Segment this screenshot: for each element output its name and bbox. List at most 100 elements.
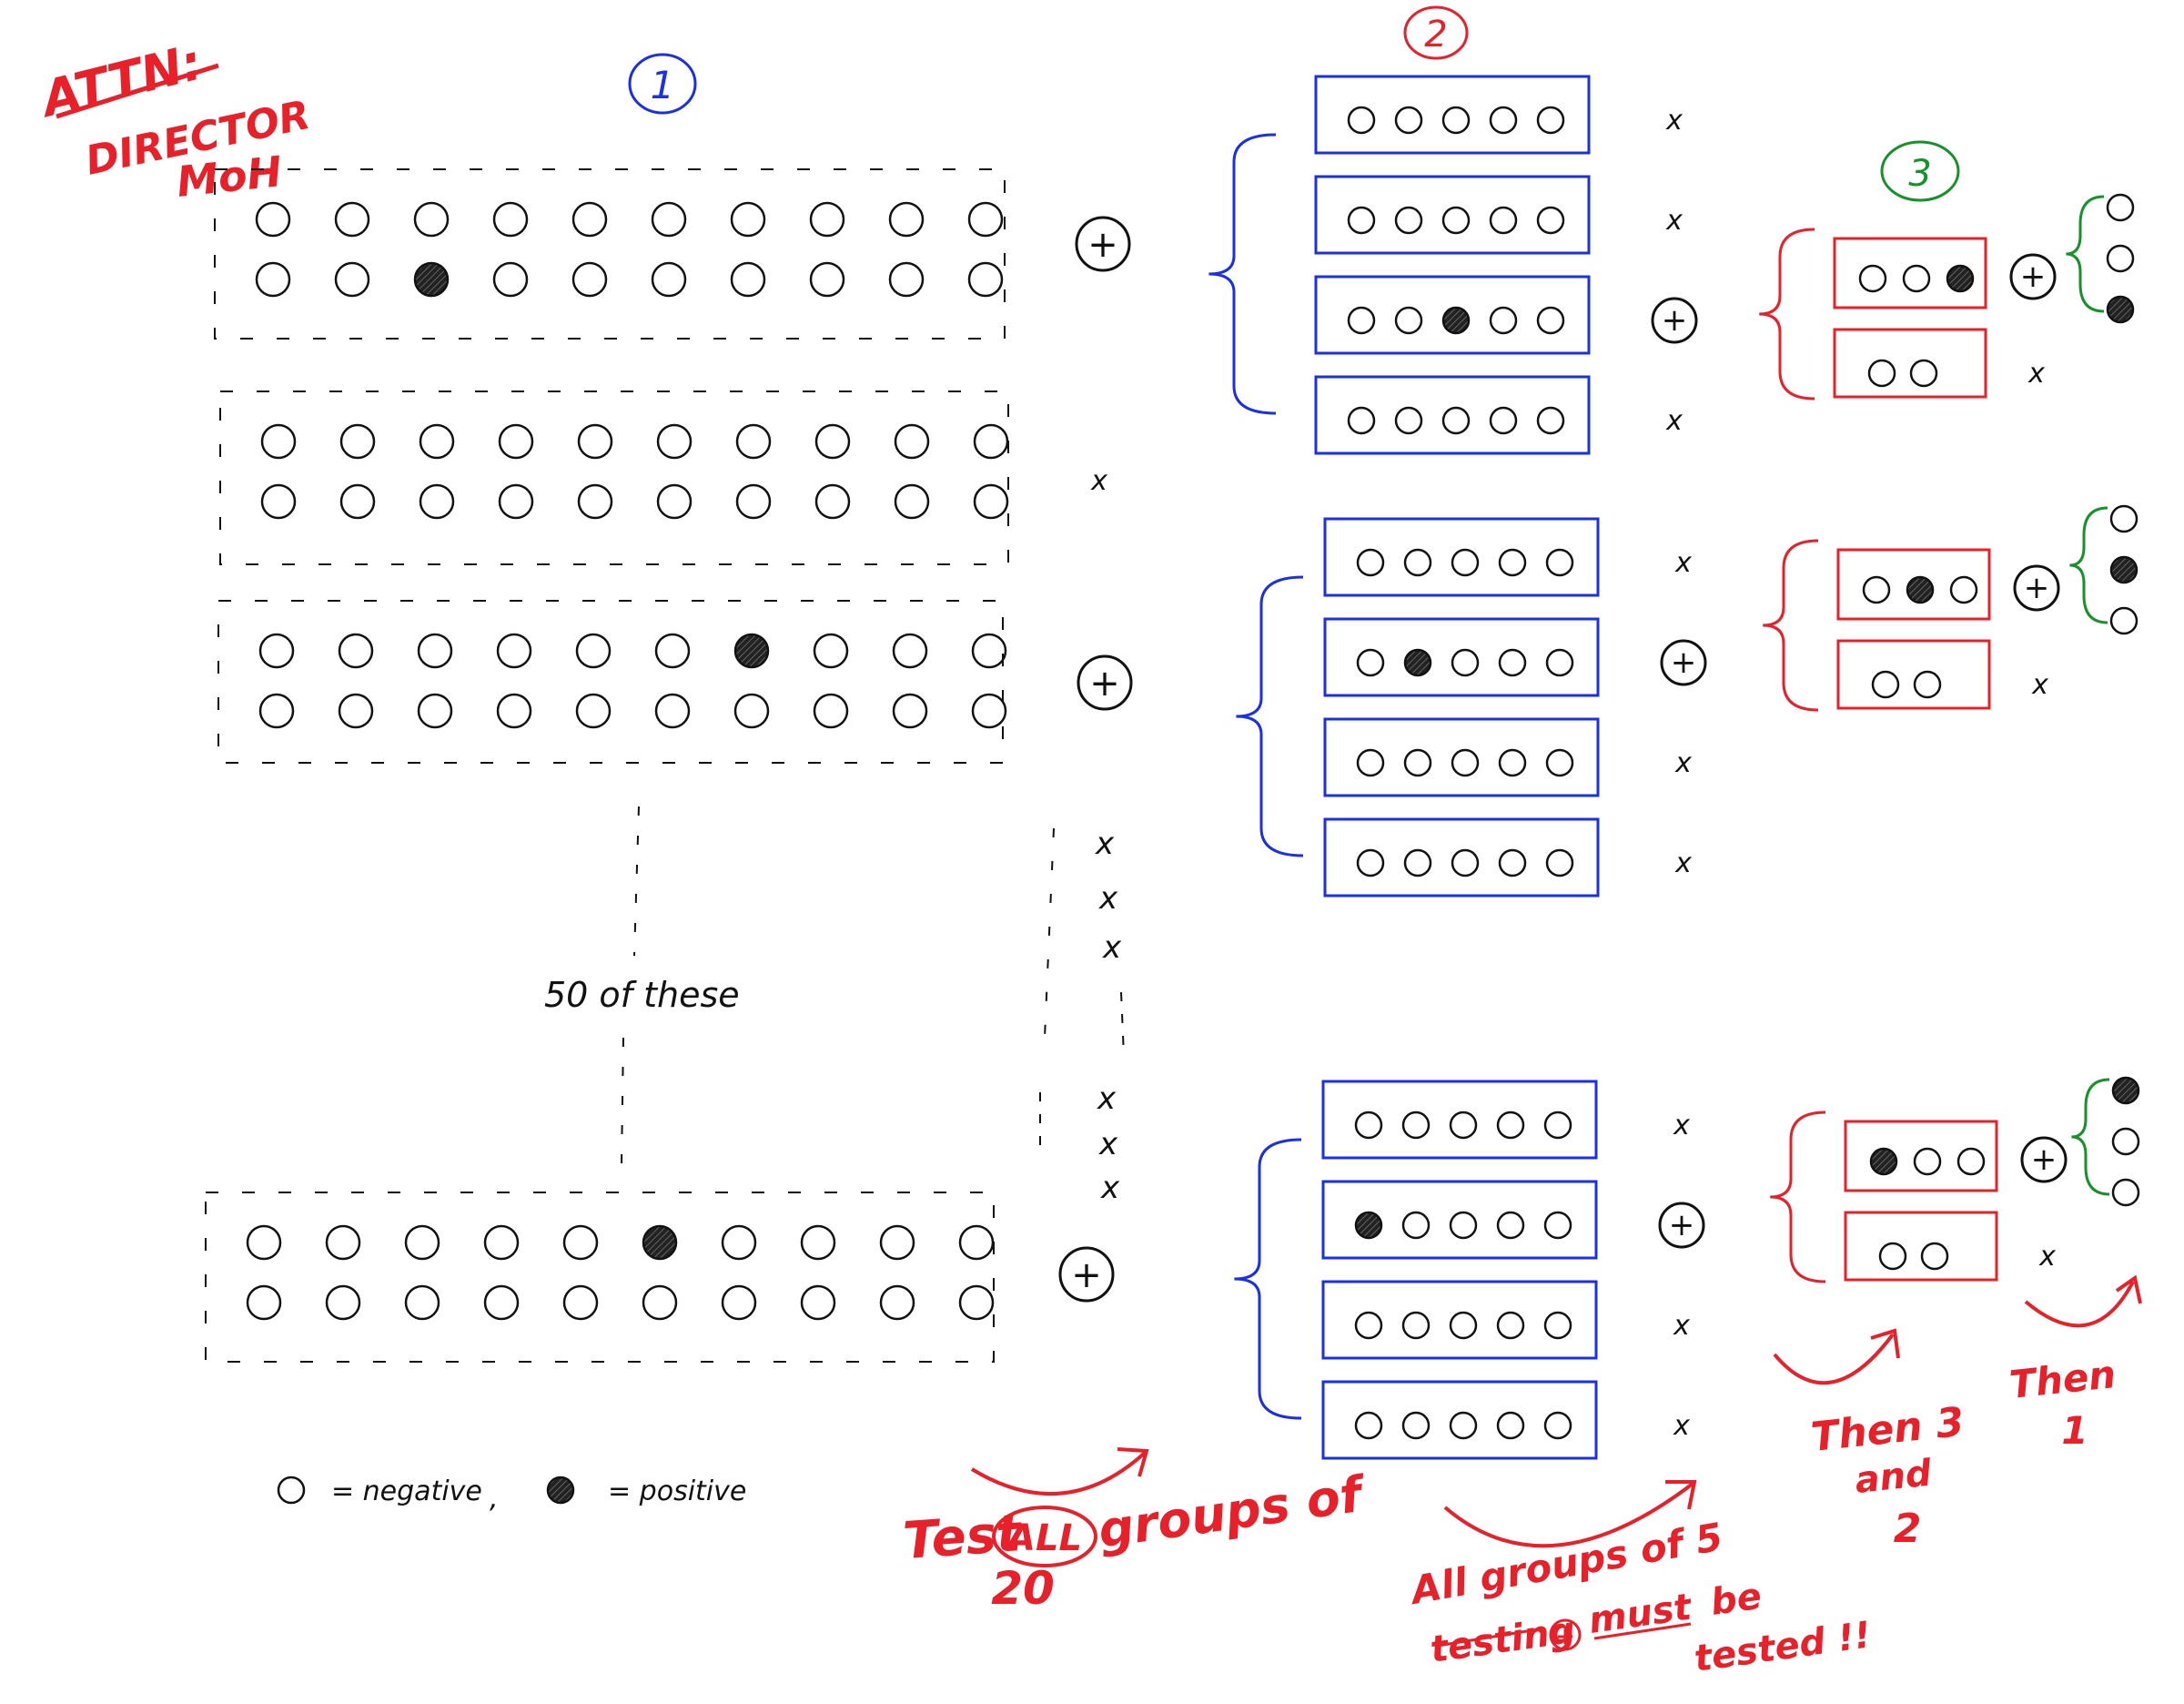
- plus-glyph: +: [1089, 663, 1120, 705]
- plus-glyph: +: [2020, 259, 2047, 295]
- negative-sample: [2111, 1178, 2140, 1207]
- negative-sample: [973, 423, 1009, 460]
- curly-brace: [1763, 539, 1819, 712]
- pool-of-5: x: [1321, 1080, 1690, 1160]
- negative-sample: [1878, 1242, 1907, 1271]
- negative-sample: [498, 423, 534, 460]
- negative-sample: [1867, 359, 1896, 388]
- negative-sample: [2109, 606, 2138, 635]
- pool-of-5-box: [1323, 717, 1600, 797]
- negative-result: x: [1674, 747, 1692, 779]
- negative-sample: [1498, 548, 1527, 577]
- negative-sample: [419, 483, 455, 520]
- stage-label-2: 2: [1403, 5, 1469, 60]
- note-test-all: Test ALL groups of 20: [901, 1447, 1370, 1615]
- negative-result: x: [2031, 669, 2048, 701]
- negative-sample: [1536, 106, 1565, 135]
- positive-result: +: [1058, 1246, 1115, 1303]
- ellipsis-result-1: x: [1095, 826, 1115, 862]
- note-then-1: Then 1: [2007, 1274, 2142, 1453]
- negative-sample: [562, 1284, 599, 1321]
- note-twenty: 20: [991, 1562, 1055, 1615]
- pool-of-20: +: [214, 168, 1131, 340]
- x-glyph: x: [1665, 105, 1683, 137]
- negative-result: x: [2038, 1241, 2056, 1273]
- negative-sample: [1451, 548, 1480, 577]
- note-be-word: be: [1708, 1576, 1764, 1624]
- negative-sample: [651, 261, 687, 298]
- negative-sample: [255, 201, 291, 238]
- negative-sample: [1441, 206, 1471, 235]
- pool-of-5: x: [1323, 817, 1692, 898]
- negative-sample: [1394, 406, 1423, 435]
- pool-of-5: +: [1321, 1180, 1705, 1260]
- pool-of-2: x: [1836, 639, 2048, 710]
- pool-of-5-box: [1321, 1180, 1598, 1260]
- negative-sample: [1356, 548, 1385, 577]
- negative-sample: [971, 693, 1007, 729]
- note-then-3-line1: Then 3: [1809, 1399, 1967, 1461]
- pool-of-5-box: [1323, 617, 1600, 697]
- negative-sample: [1545, 648, 1574, 677]
- negative-sample: [404, 1224, 440, 1261]
- negative-sample: [1496, 1111, 1525, 1140]
- attn-note: ATTN: DIRECTOR MoH: [33, 33, 314, 207]
- result-circle: [1658, 1202, 1705, 1249]
- note-groups-of: groups of: [1095, 1465, 1370, 1559]
- negative-sample: [1489, 306, 1518, 335]
- negative-sample: [1498, 848, 1527, 877]
- pool-of-3-group: +: [1836, 548, 2060, 621]
- negative-sample: [258, 633, 295, 669]
- individual-tests: [2066, 193, 2135, 324]
- pool-of-5: x: [1314, 175, 1683, 255]
- individual-tests: [2071, 1076, 2140, 1207]
- negative-sample: [1489, 106, 1518, 135]
- pool-of-5-box: [1314, 75, 1591, 155]
- negative-sample: [735, 423, 772, 460]
- positive-sample: [642, 1224, 678, 1261]
- note-then-1-line2: 1: [2061, 1408, 2088, 1453]
- negative-sample: [894, 483, 930, 520]
- negative-sample: [879, 1284, 915, 1321]
- pool-of-5-box: [1314, 375, 1591, 455]
- negative-sample: [577, 423, 613, 460]
- note-tested-word: tested !!: [1692, 1614, 1874, 1680]
- negative-sample: [967, 201, 1004, 238]
- negative-sample: [1489, 406, 1518, 435]
- negative-sample: [260, 483, 297, 520]
- pool-of-20: x: [219, 390, 1107, 565]
- pool-of-5: x: [1323, 517, 1692, 597]
- pool-of-2-box: [1844, 1211, 1998, 1282]
- fifty-connector: 50 of these: [544, 806, 740, 1166]
- ellipsis-result-4: x: [1097, 1080, 1117, 1117]
- negative-sample: [339, 483, 376, 520]
- legend-negative-label: = negative: [331, 1476, 482, 1507]
- svg-text:2: 2: [1424, 14, 1447, 56]
- negative-sample: [498, 483, 534, 520]
- negative-sample: [1545, 848, 1574, 877]
- negative-sample: [1347, 306, 1376, 335]
- note-then-3-line2: and: [1853, 1452, 1934, 1502]
- negative-sample: [1496, 1211, 1525, 1240]
- negative-sample: [571, 261, 608, 298]
- pool-of-5-box: [1314, 175, 1591, 255]
- positive-result: +: [1658, 1202, 1705, 1249]
- negative-sample: [562, 1224, 599, 1261]
- positive-sample: [2106, 295, 2135, 324]
- negative-sample: [496, 693, 532, 729]
- positive-sample: [1403, 648, 1432, 677]
- pool-of-2: x: [1844, 1211, 2056, 1282]
- negative-sample: [246, 1224, 282, 1261]
- positive-result: +: [2009, 253, 2057, 300]
- negative-sample: [1403, 848, 1432, 877]
- ellipsis-result-3: x: [1102, 929, 1122, 966]
- result-circle: [2020, 1136, 2068, 1183]
- negative-sample: [339, 423, 376, 460]
- negative-sample: [892, 633, 928, 669]
- ellipsis-result-5: x: [1098, 1126, 1118, 1162]
- stage-label-3: 3: [1880, 140, 1960, 202]
- negative-sample: [730, 261, 766, 298]
- negative-sample: [1401, 1411, 1431, 1440]
- negative-sample: [417, 693, 453, 729]
- x-glyph: x: [2031, 669, 2048, 701]
